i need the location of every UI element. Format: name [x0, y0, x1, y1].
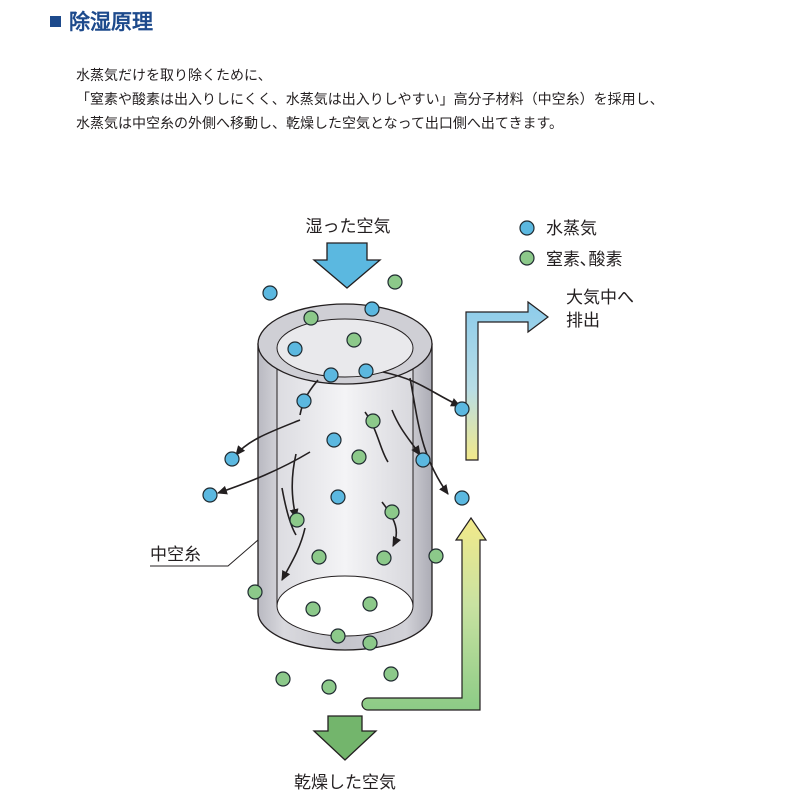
- water-molecule: [296, 393, 312, 409]
- water-molecule: [287, 341, 303, 357]
- water-molecule: [262, 285, 278, 301]
- fiber-label: 中空糸: [150, 545, 201, 565]
- gas-molecule: [362, 635, 378, 651]
- intro-text: 水蒸気だけを取り除くために、 「窒素や酸素は出入りしにくく、水蒸気は出入りしやす…: [76, 64, 664, 136]
- flow-arrow-10: [381, 501, 402, 548]
- legend-gas-dot-icon: [519, 250, 535, 266]
- water-molecule: [358, 363, 374, 379]
- legend: 水蒸気 窒素､酸素: [519, 219, 623, 270]
- legend-water-label: 水蒸気: [546, 219, 597, 239]
- gas-molecule: [330, 628, 346, 644]
- gas-molecule: [321, 679, 337, 695]
- flow-arrow-5: [235, 419, 301, 456]
- flow-arrow-2: [409, 377, 449, 495]
- flow-arrow-1: [382, 371, 462, 407]
- water-molecule: [326, 432, 342, 448]
- intro-line-3: 水蒸気は中空糸の外側へ移動し、乾燥した空気となって出口側へ出てきます。: [76, 116, 564, 132]
- gas-molecule: [384, 504, 400, 520]
- gas-molecule: [247, 584, 263, 600]
- flow-arrow-9: [281, 527, 306, 581]
- gas-molecule: [428, 548, 444, 564]
- inlet-label: 湿った空気: [306, 217, 391, 237]
- gas-molecule: [275, 671, 291, 687]
- gas-molecule: [351, 449, 367, 465]
- gas-molecule: [289, 512, 305, 528]
- molecules: [202, 274, 470, 695]
- exhaust-label-line2: 排出: [566, 311, 600, 331]
- heading-text: 除湿原理: [69, 10, 153, 34]
- intro-line-2: 「窒素や酸素は出入りしにくく、水蒸気は出入りしやすい」高分子材料（中空糸）を採用…: [76, 92, 664, 108]
- inlet-arrow-icon: [312, 242, 382, 289]
- heading-square-icon: [50, 15, 61, 27]
- gas-molecule: [387, 274, 403, 290]
- water-molecule: [364, 301, 380, 317]
- intro-line-1: 水蒸気だけを取り除くために、: [76, 68, 272, 84]
- gas-molecule: [303, 310, 319, 326]
- gas-molecule: [362, 596, 378, 612]
- outlet-arrow-icon: [312, 715, 378, 761]
- exhaust-label-line1: 大気中へ: [566, 288, 634, 308]
- fiber-pointer-line: [150, 539, 259, 567]
- flow-arrow-3: [391, 409, 421, 456]
- gas-molecule: [365, 413, 381, 429]
- water-molecule: [330, 489, 346, 505]
- water-molecule: [224, 451, 240, 467]
- legend-water-dot-icon: [519, 220, 535, 236]
- water-molecule: [454, 490, 470, 506]
- exhaust-pipe: [465, 300, 549, 461]
- water-molecule: [454, 401, 470, 417]
- gas-molecule: [305, 601, 321, 617]
- water-molecule: [202, 487, 218, 503]
- gas-molecule: [311, 549, 327, 565]
- outlet-label: 乾燥した空気: [294, 773, 396, 793]
- water-molecule: [415, 452, 431, 468]
- dry-air-pipe: [361, 516, 488, 711]
- hollow-fiber-cylinder: [257, 303, 433, 651]
- gas-molecule: [383, 666, 399, 682]
- water-molecule: [323, 367, 339, 383]
- section-heading: 除湿原理: [50, 6, 153, 36]
- gas-molecule: [376, 550, 392, 566]
- legend-gas-label: 窒素､酸素: [546, 250, 623, 270]
- gas-molecule: [346, 332, 362, 348]
- flow-arrow-8: [281, 487, 297, 536]
- flow-arrow-6: [216, 451, 311, 495]
